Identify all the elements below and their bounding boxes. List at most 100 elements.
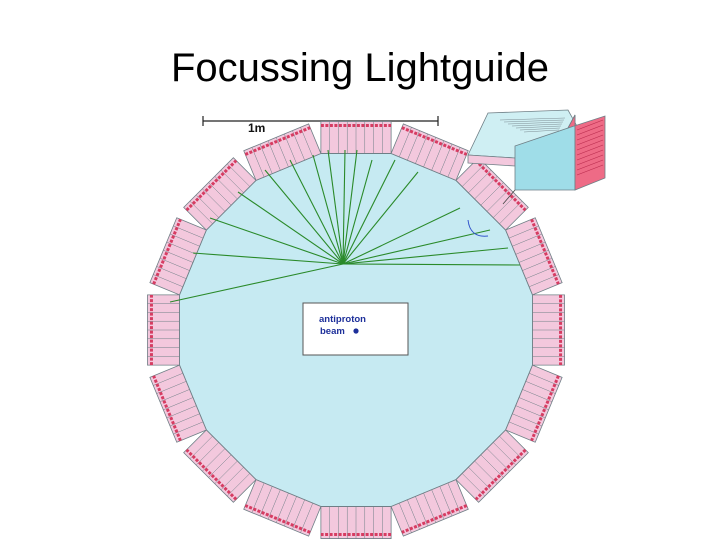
module-strip xyxy=(415,496,428,527)
module-strip xyxy=(202,448,226,472)
readout-module xyxy=(243,479,322,537)
module-strip xyxy=(431,489,445,520)
module-strip xyxy=(195,442,219,466)
module-strip xyxy=(214,460,238,484)
module-strip xyxy=(300,503,314,533)
module-strip xyxy=(292,130,305,161)
module-sensor-stripe xyxy=(244,504,311,534)
inset-end-line xyxy=(576,124,604,136)
module-strip xyxy=(519,249,549,263)
readout-module xyxy=(505,217,563,296)
module-strip xyxy=(439,486,453,517)
module-strip xyxy=(284,133,297,164)
inset-end-line xyxy=(576,129,604,141)
module-strip xyxy=(275,493,289,523)
readout-module xyxy=(455,429,529,503)
light-ray xyxy=(312,154,344,265)
readout-module xyxy=(320,121,392,154)
light-ray xyxy=(342,159,396,265)
module-strip xyxy=(439,143,453,174)
module-strip xyxy=(153,274,183,288)
inset-end-line xyxy=(576,119,604,131)
module-strip xyxy=(169,233,200,247)
module-strip xyxy=(486,188,510,212)
inset-line xyxy=(523,129,560,133)
inset-line xyxy=(519,127,561,131)
module-strip xyxy=(214,176,238,200)
light-ray xyxy=(237,191,344,265)
module-strip xyxy=(189,200,213,224)
module-strip xyxy=(480,454,504,478)
inset-detail-lines xyxy=(499,117,604,176)
module-strip xyxy=(407,130,420,161)
light-ray xyxy=(342,207,461,265)
module-strip xyxy=(512,233,543,247)
module-strip xyxy=(159,258,190,271)
scale-bar-label: 1m xyxy=(248,121,265,135)
light-ray xyxy=(192,252,344,265)
readout-module xyxy=(183,157,257,231)
module-strip xyxy=(398,127,412,157)
page-title: Focussing Lightguide xyxy=(170,46,550,90)
module-strip xyxy=(508,225,539,239)
module-strip xyxy=(275,137,289,167)
module-strip xyxy=(525,266,556,279)
module-sensor-stripe xyxy=(530,375,560,442)
beam-label-antiproton: antiproton xyxy=(319,314,366,325)
beam-label-beam: beam xyxy=(320,326,345,337)
module-strip xyxy=(462,163,486,187)
readout-module xyxy=(505,364,563,443)
module-strip xyxy=(474,176,498,200)
module-strip xyxy=(208,182,232,206)
module-strip xyxy=(156,266,187,279)
module-strip xyxy=(525,381,556,394)
inset-pointer xyxy=(502,189,516,205)
module-sensor-stripe xyxy=(401,504,468,534)
module-strip xyxy=(423,137,437,167)
inset-line xyxy=(503,119,565,123)
module-sensor-stripe xyxy=(474,448,527,501)
module-strip xyxy=(251,147,265,178)
module-sensor-stripe xyxy=(244,126,311,156)
light-ray xyxy=(342,149,358,265)
light-ray xyxy=(209,217,344,265)
module-strip xyxy=(292,499,305,530)
readout-module xyxy=(320,506,392,539)
module-strip xyxy=(169,413,200,427)
module-strip xyxy=(512,413,543,427)
inset-line xyxy=(499,117,566,121)
light-ray xyxy=(342,247,509,265)
module-strip xyxy=(493,442,517,466)
inset-end-line xyxy=(576,159,604,171)
inset-line xyxy=(507,121,564,125)
module-strip xyxy=(468,467,492,491)
inset-line xyxy=(511,123,563,127)
light-ray xyxy=(342,149,346,265)
readout-module xyxy=(243,123,322,181)
light-ray xyxy=(169,263,344,303)
light-ray xyxy=(342,263,521,266)
module-3d-inset xyxy=(467,109,606,205)
module-strip xyxy=(522,389,553,402)
readout-modules xyxy=(147,121,565,539)
module-sensor-stripe xyxy=(474,159,527,212)
module-strip xyxy=(284,496,297,527)
module-sensor-stripe xyxy=(401,126,468,156)
inset-end-line xyxy=(576,139,604,151)
inset-end-line xyxy=(576,164,604,176)
module-strip xyxy=(163,397,193,411)
module-strip xyxy=(431,140,445,171)
module-sensor-stripe xyxy=(152,218,182,285)
module-strip xyxy=(195,194,219,218)
module-strip xyxy=(423,493,437,523)
module-strip xyxy=(515,405,546,419)
module-strip xyxy=(163,249,193,263)
light-rays xyxy=(169,149,521,303)
readout-module xyxy=(149,364,207,443)
module-strip xyxy=(259,486,273,517)
module-strip xyxy=(486,448,510,472)
light-ray xyxy=(289,159,344,265)
light-ray xyxy=(342,229,491,265)
module-sensor-stripe xyxy=(185,448,238,501)
light-ray xyxy=(264,169,344,265)
